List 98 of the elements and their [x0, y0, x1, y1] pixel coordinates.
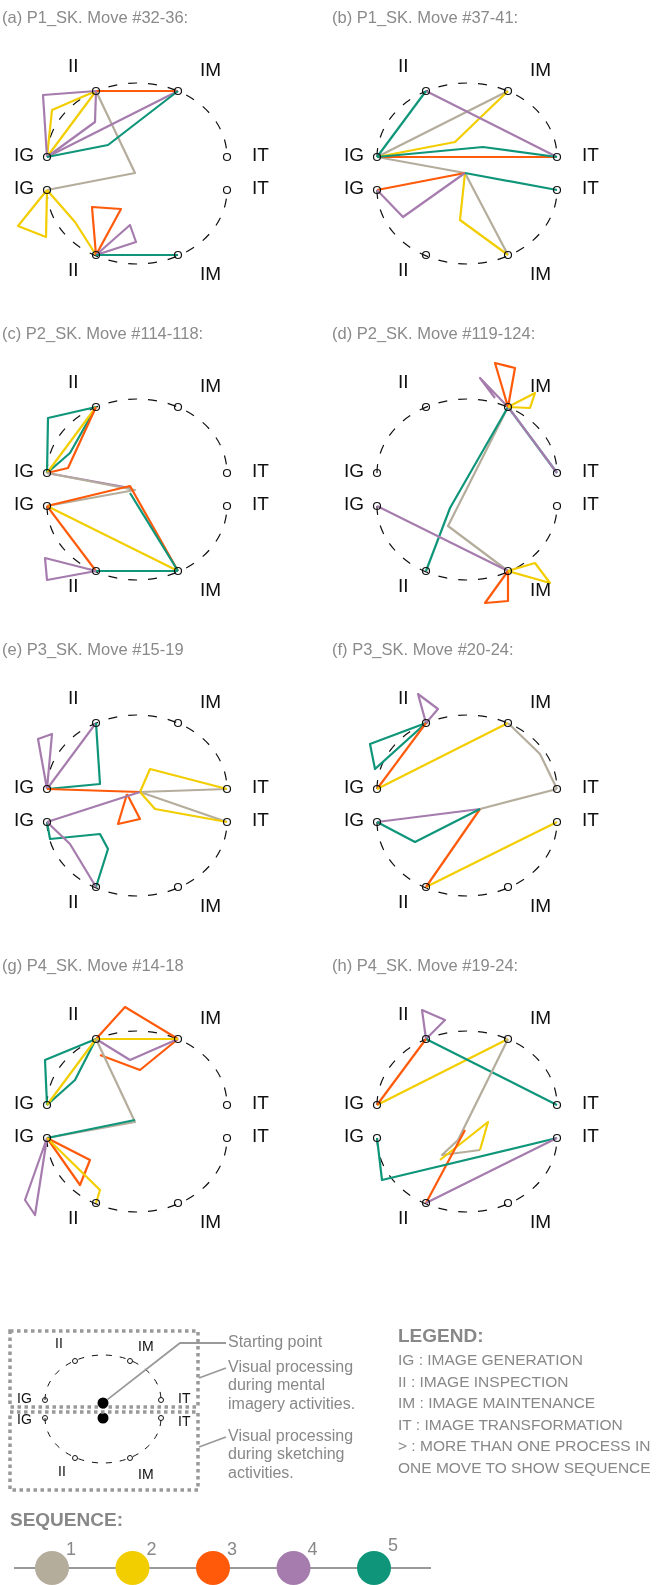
process-label: II [68, 892, 79, 913]
sequence-number: 1 [66, 1540, 76, 1560]
process-label: II [68, 688, 79, 709]
process-label: IM [530, 60, 552, 81]
legend-text: > : MORE THAN ONE PROCESS IN ONE MOVE TO SHOW SEQUENCE [398, 1436, 652, 1478]
panel-title: (h) P4_SK. Move #19-24: [332, 956, 519, 975]
process-label: IM [530, 1212, 552, 1233]
process-label: IM [200, 60, 222, 81]
callout-text: Visual processing during sketching activities. [228, 1427, 383, 1483]
process-label: IT [582, 494, 599, 515]
process-label: IM [200, 896, 222, 917]
process-label: IT [582, 810, 599, 831]
process-label: II [398, 260, 409, 281]
process-label: II [55, 1336, 63, 1352]
sequence-number: 4 [307, 1540, 318, 1560]
process-label: IG [17, 1412, 32, 1428]
process-label: IG [344, 1093, 365, 1114]
process-label: IT [582, 1126, 599, 1147]
process-label: IM [530, 896, 552, 917]
process-label: IM [200, 264, 222, 285]
process-label: II [68, 260, 79, 281]
process-label: IM [530, 376, 552, 397]
panel-title: (g) P4_SK. Move #14-18 [2, 956, 184, 975]
sequence-number: 3 [227, 1540, 237, 1560]
process-label: II [68, 1208, 79, 1229]
process-label: IG [344, 1126, 365, 1147]
process-label: IG [17, 1391, 32, 1407]
process-label: IM [200, 580, 222, 601]
legend-heading: LEGEND: [398, 1326, 484, 1347]
process-label: II [398, 1004, 409, 1025]
process-label: IT [582, 145, 599, 166]
process-label: IG [14, 461, 35, 482]
process-label: IG [14, 1093, 35, 1114]
process-label: IG [14, 178, 35, 199]
process-label: IT [582, 777, 599, 798]
process-label: II [68, 56, 79, 77]
process-label: IT [178, 1414, 191, 1430]
process-label: IG [344, 810, 365, 831]
panel-title: (f) P3_SK. Move #20-24: [332, 640, 514, 659]
process-label: IG [14, 145, 35, 166]
process-label: IM [138, 1467, 154, 1483]
process-label: II [68, 372, 79, 393]
panel-title: (d) P2_SK. Move #119-124: [332, 324, 536, 343]
legend-text: IT : IMAGE TRANSFORMATION [398, 1414, 623, 1435]
process-label: IG [14, 810, 35, 831]
process-label: IG [344, 494, 365, 515]
process-label: IT [252, 1126, 269, 1147]
process-label: IT [582, 461, 599, 482]
process-label: IG [344, 178, 365, 199]
process-label: IT [178, 1391, 191, 1407]
process-label: II [398, 56, 409, 77]
process-label: II [58, 1464, 66, 1480]
process-label: IM [200, 1212, 222, 1233]
process-label: II [68, 1004, 79, 1025]
process-label: II [398, 688, 409, 709]
process-label: IT [252, 145, 269, 166]
process-label: IT [252, 777, 269, 798]
process-label: IM [138, 1339, 154, 1355]
process-label: II [68, 576, 79, 597]
legend-text: IM : IMAGE MAINTENANCE [398, 1393, 596, 1413]
panel-title: (b) P1_SK. Move #37-41: [332, 8, 519, 27]
process-label: IT [252, 1093, 269, 1114]
callout-text: Visual processing during mental imagery activities. [228, 1358, 383, 1414]
process-label: IG [344, 777, 365, 798]
process-label: IM [530, 692, 552, 713]
callout-text: Starting point [228, 1333, 383, 1352]
process-label: IM [530, 264, 552, 285]
process-label: IG [344, 461, 365, 482]
process-label: IT [252, 178, 269, 199]
leader-line [198, 1436, 227, 1448]
process-label: IM [200, 692, 222, 713]
process-label: IT [582, 178, 599, 199]
process-label: IM [530, 1008, 552, 1029]
process-label: II [398, 1208, 409, 1229]
process-label: IG [14, 1126, 35, 1147]
process-label: IM [200, 376, 222, 397]
sequence-number: 2 [146, 1540, 157, 1560]
process-label: IT [582, 1093, 599, 1114]
process-label: IM [530, 580, 552, 601]
process-label: IG [14, 494, 35, 515]
process-label: IG [344, 145, 365, 166]
legend-text: IG : IMAGE GENERATION [398, 1350, 583, 1370]
process-label: IM [200, 1008, 222, 1029]
process-label: IT [252, 810, 269, 831]
process-label: II [398, 892, 409, 913]
process-label: IG [14, 777, 35, 798]
panel-title: (c) P2_SK. Move #114-118: [2, 324, 204, 343]
process-label: IT [252, 494, 269, 515]
leader-line [198, 1367, 227, 1379]
process-label: IT [252, 461, 269, 482]
process-label: II [398, 576, 409, 597]
panel-title: (e) P3_SK. Move #15-19 [2, 640, 184, 659]
sequence-number: 5 [388, 1536, 398, 1556]
legend-text: II : IMAGE INSPECTION [398, 1371, 569, 1392]
sequence-heading: SEQUENCE: [10, 1510, 123, 1531]
process-label: II [398, 372, 409, 393]
panel-title: (a) P1_SK. Move #32-36: [2, 8, 189, 27]
leader-line [106, 1342, 227, 1401]
